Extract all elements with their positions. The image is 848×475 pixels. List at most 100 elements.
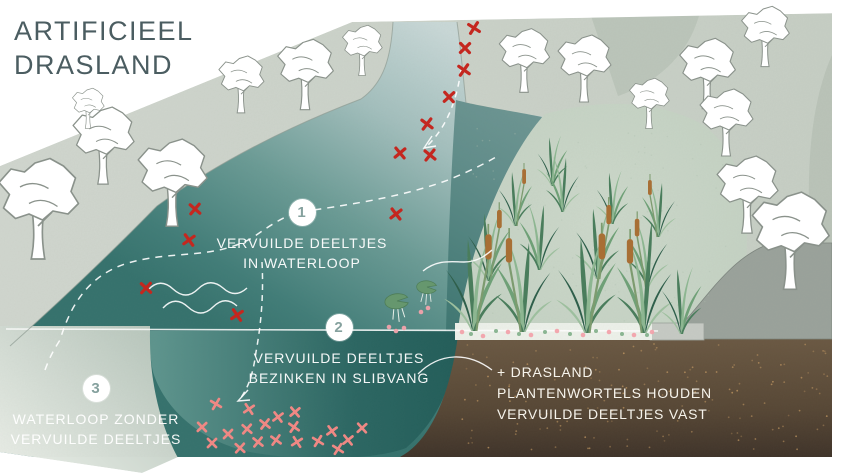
soil-speckle-dot (640, 349, 643, 352)
wetland-speckle-dot (667, 230, 669, 232)
settled-particles-group (196, 397, 368, 456)
soil-speckle-dot (771, 428, 774, 431)
soil-speckle-dot (508, 383, 511, 386)
settled-particle-icon (356, 422, 368, 434)
trapped-particle-dot (528, 332, 534, 338)
soil-speckle-dot (625, 387, 628, 389)
wetland-speckle-dot (651, 262, 653, 265)
soil-speckle-dot (731, 391, 734, 394)
wetland-speckle-dot (643, 152, 646, 154)
soil-speckle-dot (772, 380, 774, 383)
soil-speckle-dot (811, 387, 814, 389)
soil-speckle-dot (657, 380, 660, 383)
settled-particle-icon (259, 418, 271, 430)
soil-speckle-dot (588, 415, 591, 417)
drasland-annotation-line: VERVUILDE DEELTJES VAST (497, 406, 708, 422)
soil-speckle-dot (594, 368, 597, 371)
soil-speckle-dot (632, 345, 635, 348)
soil-speckle-dot (621, 385, 624, 388)
soil-speckle-dot (738, 382, 741, 385)
root-dot (469, 332, 473, 336)
wetland-speckle-dot (584, 165, 587, 167)
soil-speckle-dot (464, 398, 466, 401)
wetland-speckle-dot (627, 132, 630, 134)
wetland-speckle-dot (643, 146, 646, 149)
soil-speckle-dot (629, 395, 632, 398)
soil-speckle-dot (648, 446, 651, 449)
soil-speckle-dot (751, 359, 754, 362)
soil-speckle-dot (596, 356, 598, 359)
soil-speckle-dot (780, 364, 782, 366)
polluted-particle-icon (442, 90, 456, 104)
step-1-text-line: IN WATERLOOP (243, 255, 361, 271)
soil-speckle-dot (705, 371, 707, 373)
wetland-speckle-dot (476, 145, 479, 147)
wetland-speckle-dot (604, 289, 607, 292)
soil-speckle-dot (588, 447, 591, 450)
soil-speckle-dot (508, 385, 510, 388)
wetland-speckle-dot (724, 245, 727, 248)
step-1-label: 1 VERVUILDE DEELTJES IN WATERLOOP (192, 199, 412, 273)
soil-speckle-dot (598, 371, 601, 373)
soil-speckle-dot (708, 409, 710, 412)
wetland-speckle-dot (657, 189, 659, 192)
soil-speckle-dot (653, 343, 655, 345)
trapped-particle-dot (459, 329, 465, 335)
soil-speckle-dot (578, 371, 581, 374)
wetland-speckle-dot (488, 139, 491, 142)
soil-speckle-dot (626, 438, 629, 441)
root-dot (517, 332, 521, 336)
soil-speckle-dot (783, 381, 786, 383)
soil-speckle-dot (787, 414, 790, 417)
trapped-particle-dot (418, 309, 424, 315)
flow-annotation-lines (44, 69, 497, 402)
step-3-text-line: VERVUILDE DEELTJES (10, 431, 182, 447)
wetland-speckle-dot (666, 135, 669, 138)
wetland-speckle-dot (646, 211, 649, 213)
soil-speckle-dot (704, 400, 707, 403)
drasland-annotation-line: + DRASLAND (497, 364, 594, 380)
soil-speckle-dot (512, 361, 515, 364)
flow-dashed-path (44, 156, 497, 371)
wetland-speckle-dot (691, 157, 694, 160)
wetland-speckle-dot (707, 294, 710, 297)
wetland-speckle-dot (630, 177, 632, 179)
settled-particle-icon (241, 423, 253, 435)
wetland-speckle-dot (623, 320, 626, 322)
soil-speckle-dot (475, 384, 477, 386)
soil-speckle-dot (471, 441, 474, 444)
wetland-speckle-dot (514, 132, 516, 135)
soil-speckle-dot (526, 363, 529, 365)
soil-speckle-dot (691, 366, 694, 369)
soil-speckle-dot (666, 371, 669, 374)
wetland-speckle-dot (674, 321, 676, 323)
wetland-speckle-dot (592, 248, 595, 251)
wetland-speckle-dot (553, 266, 555, 269)
soil-speckle-dot (728, 388, 731, 391)
trapped-particle-dot (401, 325, 407, 331)
root-dot (645, 333, 649, 337)
soil-speckle-dot (759, 366, 762, 369)
soil-speckle-dot (804, 343, 807, 346)
drasland-annotation: + DRASLAND PLANTENWORTELS HOUDEN VERVUIL… (497, 362, 737, 425)
soil-speckle-dot (592, 356, 594, 359)
soil-speckle-dot (465, 367, 468, 370)
soil-speckle-dot (530, 448, 533, 451)
soil-speckle-dot (670, 392, 673, 394)
polluted-particle-icon (139, 281, 153, 295)
soil-speckle-dot (584, 396, 587, 399)
soil-speckle-dot (472, 353, 474, 356)
soil-speckle-dot (600, 410, 603, 413)
soil-speckle-dot (556, 420, 559, 423)
trapped-particle-dot (631, 332, 637, 338)
soil-speckle-dot (553, 378, 556, 381)
wetland-speckle-dot (650, 154, 653, 156)
soil-speckle-dot (695, 380, 698, 383)
settling-arrowhead (236, 389, 251, 402)
soil-speckle-dot (731, 366, 734, 369)
soil-speckle-dot (500, 370, 503, 373)
soil-speckle-dot (559, 429, 562, 431)
settled-particle-icon (209, 397, 223, 411)
soil-speckle-dot (566, 420, 568, 423)
step-2-text-line: VERVUILDE DEELTJES (253, 350, 425, 366)
